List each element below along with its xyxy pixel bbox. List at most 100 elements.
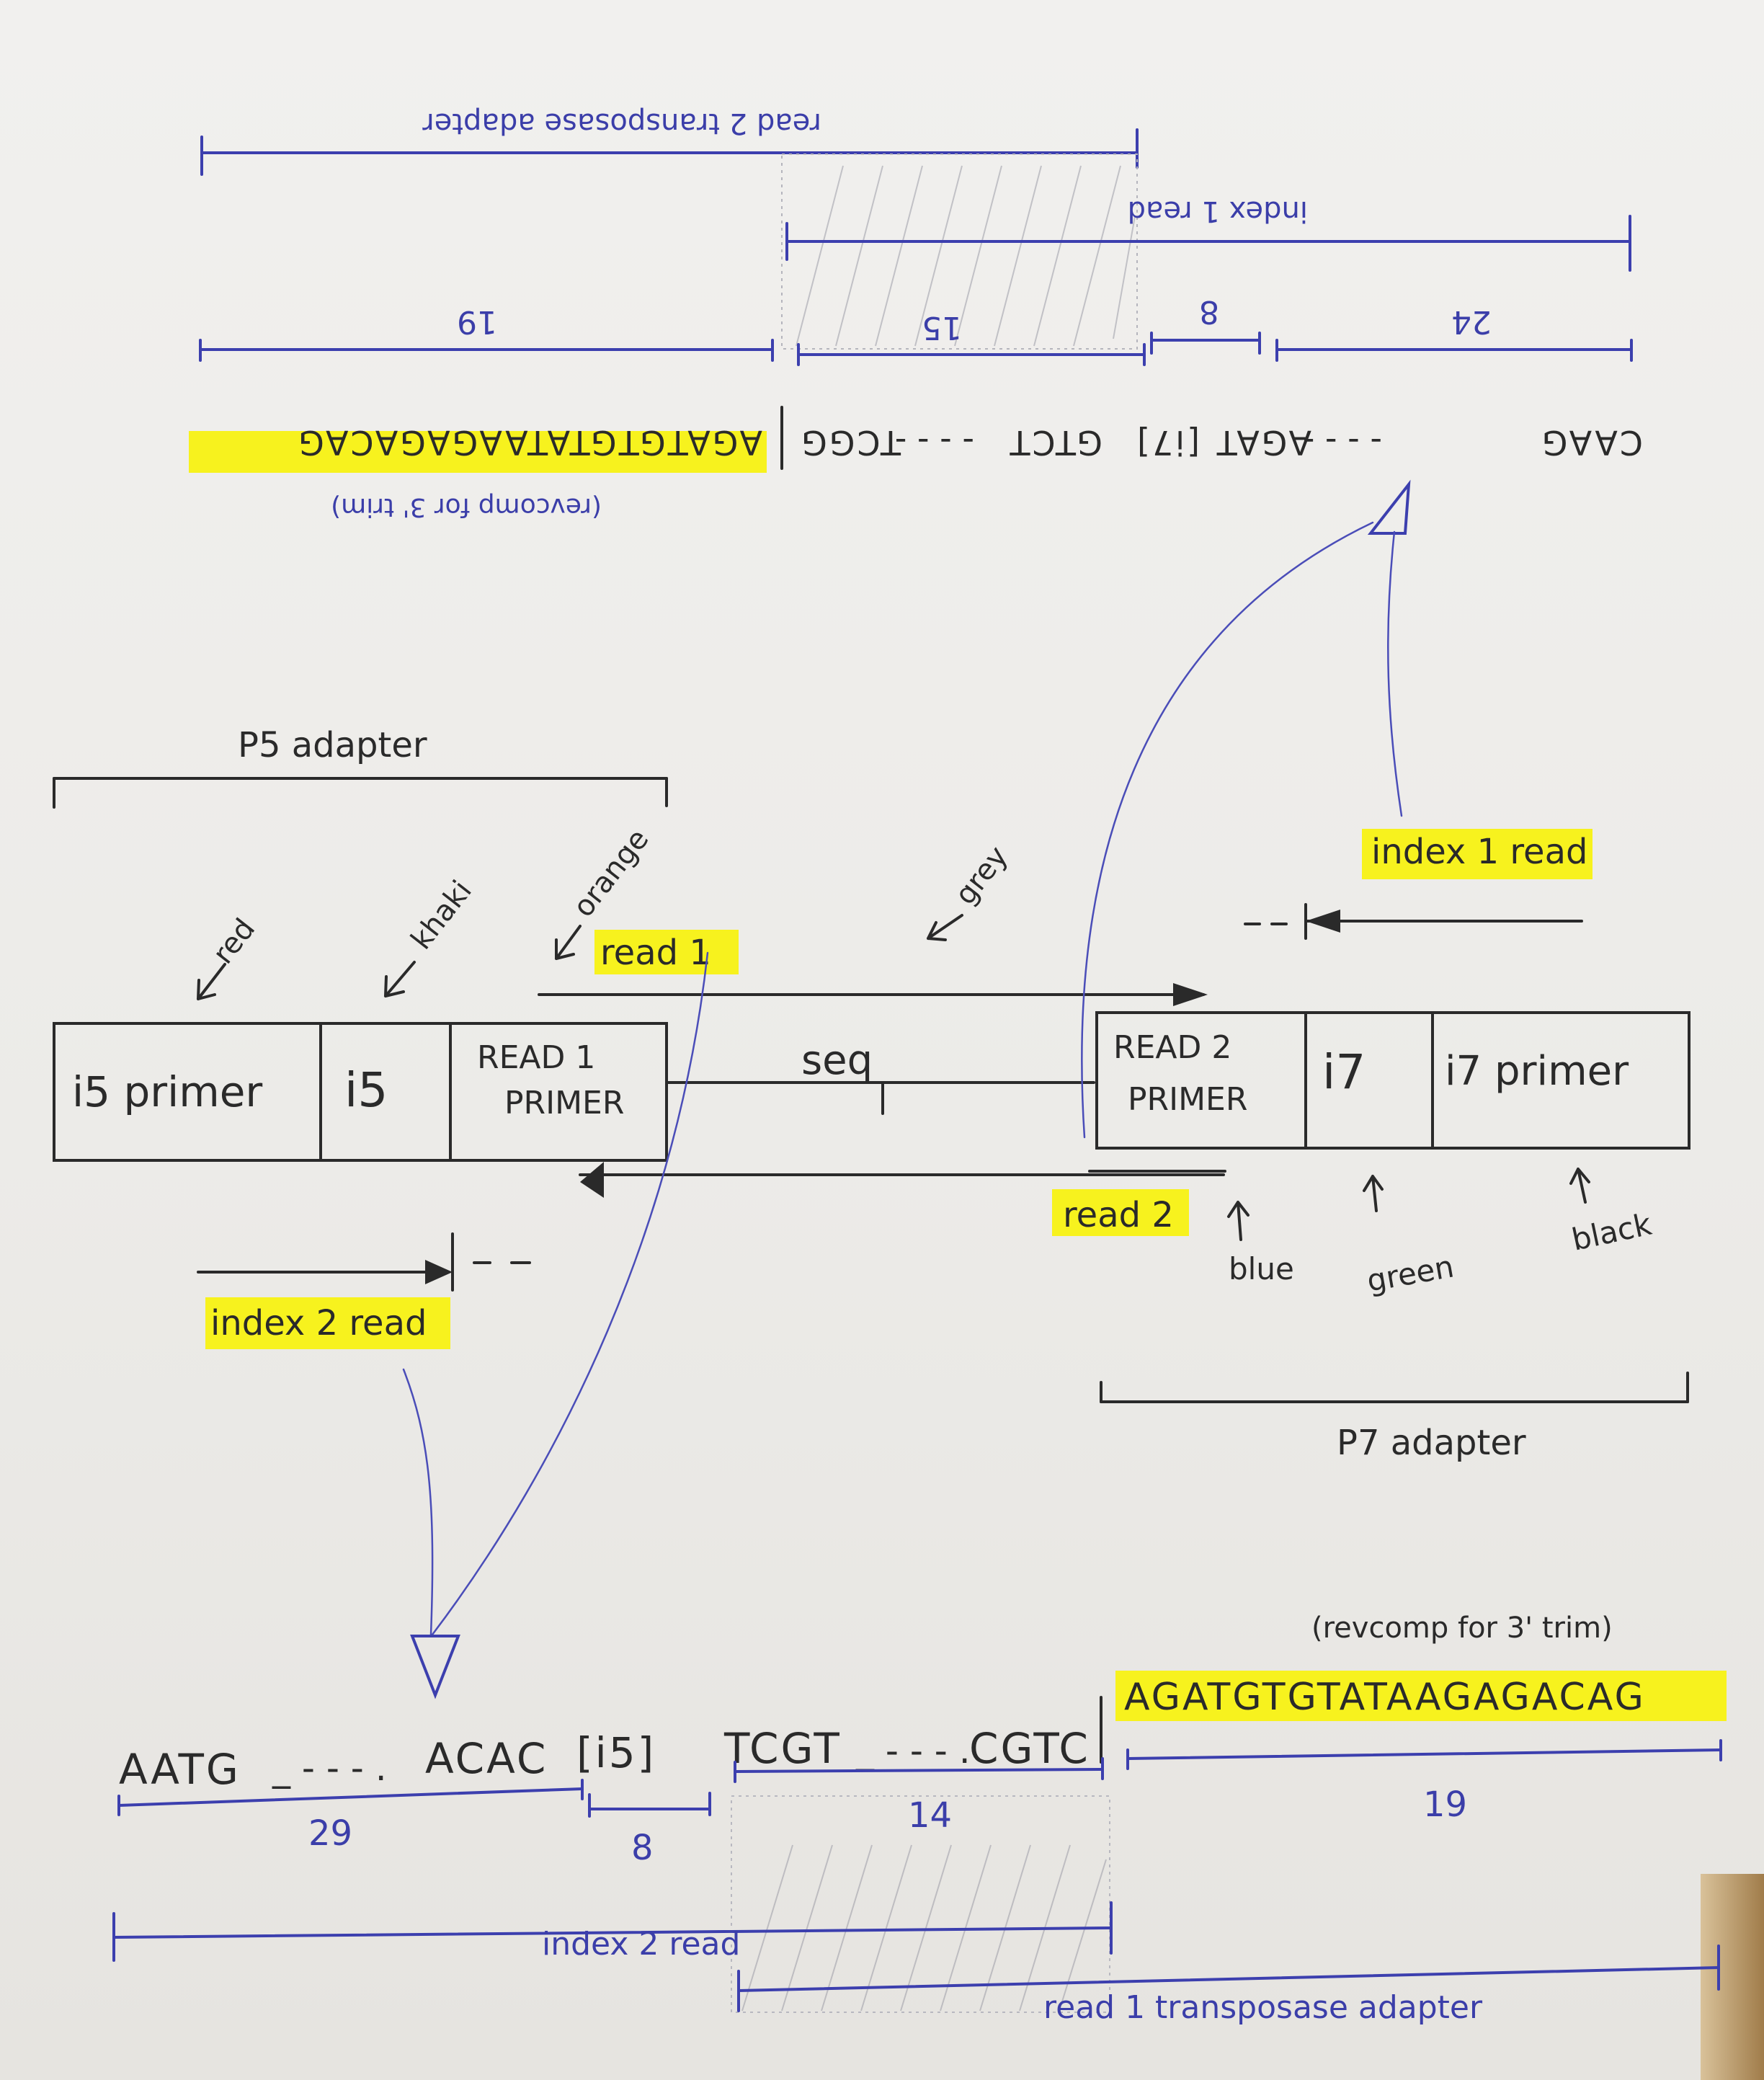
p7-adapter-bracket: P7 adapter	[1100, 1372, 1689, 1463]
index2-label: index 2 read	[210, 1303, 427, 1343]
bottom-seq-dots1: _ - - - .	[272, 1747, 387, 1789]
read2-transposase-bracket: read 2 transposase adapter	[200, 107, 1139, 176]
read2-highlight	[1052, 1189, 1189, 1236]
index2-indicator: index 2 read	[197, 1232, 531, 1349]
arrow-green	[1363, 1175, 1384, 1212]
curve-index1-to-top	[1387, 530, 1403, 817]
top-seq-part1: TCGG	[799, 423, 901, 462]
top-revcomp-note: (revcomp for 3' trim)	[331, 492, 602, 522]
read2-indicator: read 2	[579, 1162, 1226, 1236]
read2-arrowhead	[580, 1162, 604, 1198]
construct-right: READ 2 PRIMER i7 i7 primer	[1095, 1011, 1690, 1150]
box-i5-primer: i5 primer	[72, 1067, 262, 1116]
top-section: read 2 transposase adapter index 1 read …	[189, 107, 1643, 535]
color-labels-bottom: blue green black	[1227, 1168, 1655, 1299]
top-dim-24: 24	[1451, 303, 1492, 340]
top-dim-15: 15	[922, 309, 962, 346]
read2-transposase-label: read 2 transposase adapter	[422, 107, 821, 140]
label-black: black	[1569, 1206, 1655, 1258]
box-read1-primer-l2: PRIMER	[504, 1085, 624, 1121]
box-i7: i7	[1322, 1044, 1366, 1100]
label-khaki: khaki	[405, 874, 478, 956]
arrow-khaki	[384, 961, 416, 997]
index1-label: index 1 read	[1371, 832, 1587, 872]
curve-index2-to-bottom	[402, 1368, 434, 1636]
box-read1-primer-l1: READ 1	[477, 1039, 595, 1076]
bottom-seq-part4: TCGT	[723, 1724, 842, 1773]
top-seq-part4: AGAT	[1215, 423, 1311, 462]
label-grey: grey	[949, 840, 1015, 912]
arrow-red	[197, 963, 226, 1000]
top-highlight-box	[189, 431, 767, 473]
top-seq-part3: [i7]	[1135, 423, 1200, 462]
top-sequence: AGATGTGTATAAGAGACAG TCGG - - - - GTCT [i…	[189, 406, 1643, 522]
read1-transposase-label: read 1 transposase adapter	[1043, 1989, 1483, 2026]
index1-indicator: index 1 read	[1244, 829, 1592, 940]
curve-read1-to-bottom	[431, 951, 709, 1636]
read2-label: read 2	[1063, 1195, 1174, 1235]
box-read2-primer-l2: PRIMER	[1128, 1081, 1247, 1118]
top-index1-bracket: index 1 read	[785, 195, 1631, 272]
construct-left: i5 primer i5 READ 1 PRIMER	[53, 1022, 668, 1162]
bottom-seq-part1: AATG	[119, 1745, 241, 1794]
bottom-seq-part2: ACAC	[425, 1734, 548, 1783]
p7-adapter-label: P7 adapter	[1337, 1423, 1526, 1463]
top-index1-label: index 1 read	[1128, 195, 1308, 228]
read1-arrowhead	[1173, 983, 1208, 1006]
read1-highlight	[594, 930, 739, 974]
bottom-section: (revcomp for 3' trim) AATG _ - - - . ACA…	[112, 1612, 1727, 2026]
arrow-black	[1569, 1168, 1590, 1204]
index2-highlight	[205, 1297, 450, 1349]
read1-transposase-bracket: read 1 transposase adapter	[737, 1945, 1720, 2026]
read1-label: read 1	[600, 933, 711, 973]
top-seq-part5: CAAG	[1540, 423, 1643, 462]
connector-curves	[402, 521, 1403, 1699]
top-seq-dots2: - - - -	[1303, 423, 1382, 462]
bottom-dim-14: 14	[908, 1795, 952, 1836]
middle-section: P5 adapter red khaki orange grey read 1 …	[53, 725, 1690, 1463]
bottom-seq-highlight: AGATGTGTATAAGAGACAG	[1124, 1676, 1646, 1719]
bottom-index2-label: index 2 read	[542, 1926, 740, 1963]
construct-seq: seq	[665, 1037, 1095, 1115]
top-seq-part2: GTCT	[1007, 423, 1102, 462]
p5-adapter-label: P5 adapter	[238, 725, 427, 765]
bottom-dimension-lines: 29 8 14 19	[117, 1739, 1722, 1868]
label-blue: blue	[1229, 1251, 1294, 1286]
bottom-seq-part5: CGTC	[969, 1724, 1090, 1773]
bottom-sequence: AATG _ - - - . ACAC [i5] TCGT _ - - - . …	[119, 1671, 1727, 1794]
label-green: green	[1364, 1249, 1456, 1299]
box-i5: i5	[344, 1062, 388, 1118]
curve-read2-to-top	[1081, 521, 1374, 1139]
index1-arrowhead	[1306, 910, 1340, 933]
label-orange: orange	[567, 823, 656, 923]
bottom-dim-29: 29	[308, 1813, 352, 1854]
desk-edge	[1701, 1874, 1764, 2080]
bottom-dim-19: 19	[1423, 1785, 1467, 1825]
label-red: red	[207, 912, 262, 970]
bottom-revcomp-note: (revcomp for 3' trim)	[1311, 1612, 1613, 1645]
bottom-seq-part3: [i5]	[576, 1728, 656, 1777]
bottom-index2-bracket: index 2 read	[112, 1901, 1113, 1963]
top-dimension-lines: 19 15 8 24	[199, 293, 1633, 366]
bottom-highlight-box	[1115, 1671, 1727, 1721]
top-hatched-region	[781, 154, 1138, 350]
read1-indicator: read 1	[538, 930, 1208, 1006]
p5-adapter-bracket: P5 adapter	[53, 725, 668, 809]
top-seq-highlight: AGATGTGTATAAGAGACAG	[296, 423, 762, 462]
arrow-grey	[927, 914, 963, 941]
bottom-arrowhead	[410, 1635, 460, 1699]
top-dim-19: 19	[457, 303, 497, 340]
arrow-blue	[1227, 1201, 1250, 1241]
index2-arrowhead	[425, 1260, 453, 1284]
top-dim-8: 8	[1199, 293, 1219, 330]
bottom-dim-8: 8	[631, 1828, 654, 1868]
bottom-seq-dots2: _ - - - .	[855, 1730, 971, 1772]
index1-highlight	[1362, 829, 1592, 879]
top-seq-dots1: - - - -	[895, 423, 974, 462]
top-arrowhead	[1367, 479, 1411, 535]
box-seq: seq	[801, 1037, 873, 1084]
box-read2-primer-l1: READ 2	[1113, 1029, 1231, 1066]
box-i7-primer: i7 primer	[1445, 1048, 1629, 1095]
